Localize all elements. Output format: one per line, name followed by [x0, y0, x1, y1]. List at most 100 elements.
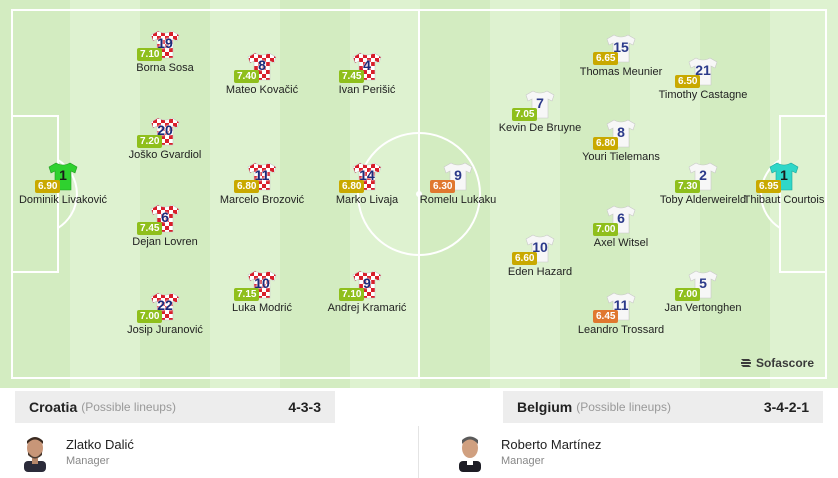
- player-rating: 7.30: [675, 180, 701, 193]
- player-number: 20: [157, 122, 173, 138]
- away-team-name: Belgium: [517, 399, 573, 415]
- home-manager[interactable]: Zlatko Dalić Manager: [18, 426, 134, 478]
- player-number: 14: [359, 167, 375, 183]
- away-lineup-status: (Possible lineups): [576, 400, 671, 414]
- player-rating: 6.95: [756, 180, 782, 193]
- player-rating: 6.80: [234, 180, 260, 193]
- player-number: 4: [363, 57, 371, 73]
- player-name: Leandro Trossard: [577, 324, 665, 336]
- manager-divider: [418, 426, 419, 478]
- player-number: 10: [254, 275, 270, 291]
- home-formation: 4-3-3: [288, 399, 321, 415]
- player-name: Ivan Perišić: [338, 84, 396, 96]
- player-rating: 6.90: [35, 180, 61, 193]
- player-name: Andrej Kramarić: [327, 302, 407, 314]
- home-manager-role: Manager: [66, 455, 110, 467]
- sofascore-icon: [740, 359, 751, 367]
- player-name: Thomas Meunier: [579, 66, 663, 78]
- player-name: Eden Hazard: [507, 266, 573, 278]
- player-name: Mateo Kovačić: [225, 84, 299, 96]
- player-rating: 7.00: [675, 288, 701, 301]
- player-rating: 7.00: [137, 310, 163, 323]
- player-rating: 7.20: [137, 135, 163, 148]
- away-manager-name: Roberto Martínez: [501, 437, 602, 452]
- player-name: Dejan Lovren: [132, 236, 198, 248]
- home-manager-avatar: [24, 437, 46, 472]
- player-number: 2: [699, 167, 707, 183]
- player-number: 6: [161, 209, 169, 225]
- player-name: Joško Gvardiol: [128, 149, 202, 161]
- player-rating: 7.45: [137, 222, 163, 235]
- player-number: 1: [780, 167, 788, 183]
- player-number: 9: [363, 275, 371, 291]
- player-number: 21: [695, 62, 711, 78]
- player-name: Josip Juranović: [127, 324, 203, 336]
- away-manager[interactable]: Roberto Martínez Manager: [453, 426, 601, 478]
- away-manager-avatar: [459, 436, 481, 472]
- player-rating: 7.40: [234, 70, 260, 83]
- player-number: 10: [532, 239, 548, 255]
- player-name: Axel Witsel: [593, 237, 649, 249]
- player-number: 11: [254, 167, 270, 183]
- player-number: 8: [617, 124, 625, 140]
- player-rating: 7.00: [593, 223, 619, 236]
- sofascore-logo: Sofascore: [739, 356, 814, 370]
- player-rating: 6.80: [339, 180, 365, 193]
- player-number: 8: [258, 57, 266, 73]
- pitch-markings: [11, 9, 827, 379]
- player-number: 1: [59, 167, 67, 183]
- player-rating: 7.15: [234, 288, 260, 301]
- player-name: Thibaut Courtois: [743, 194, 825, 206]
- player-name: Toby Alderweireld: [659, 194, 747, 206]
- player-rating: 7.10: [137, 48, 163, 61]
- player-number: 6: [617, 210, 625, 226]
- player-name: Timothy Castagne: [658, 89, 748, 101]
- player-number: 19: [157, 35, 173, 51]
- brand-name: Sofascore: [755, 356, 814, 370]
- player-name: Dominik Livaković: [18, 194, 108, 206]
- player-number: 5: [699, 275, 707, 291]
- player-number: 9: [454, 167, 462, 183]
- player-rating: 7.10: [339, 288, 365, 301]
- away-manager-role: Manager: [501, 455, 545, 467]
- away-team-bar: Belgium (Possible lineups) 3-4-2-1: [503, 391, 823, 423]
